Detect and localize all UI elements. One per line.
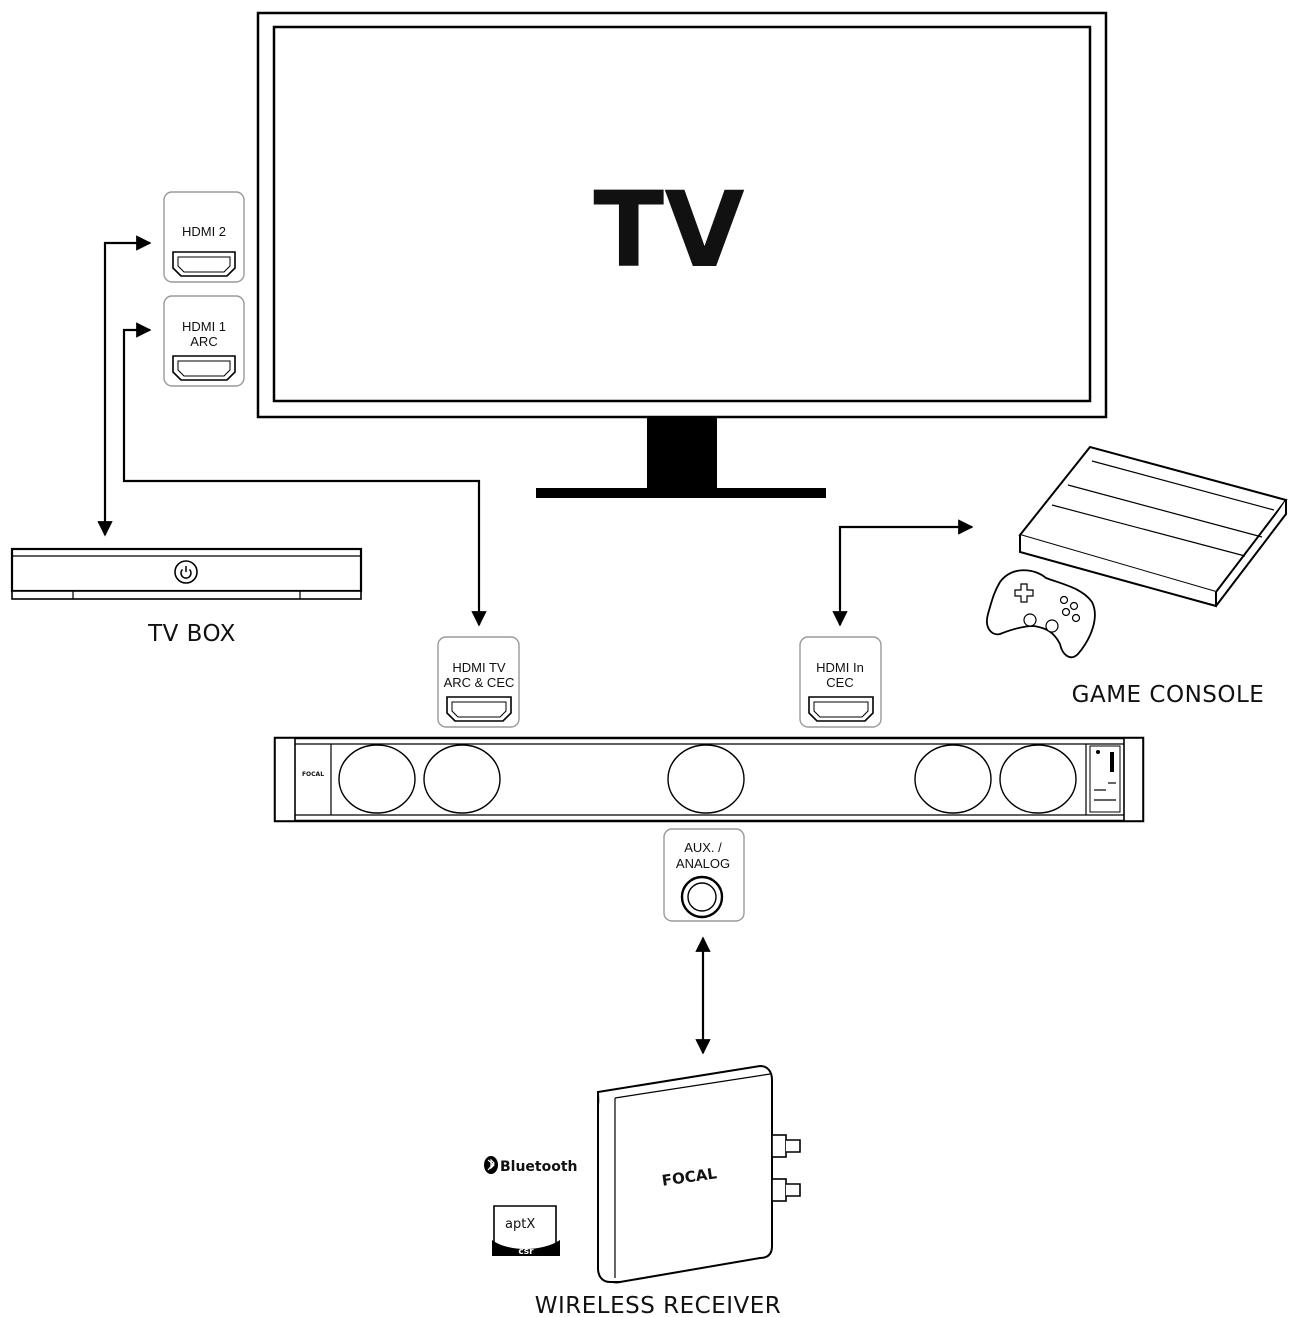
receiver-device-icon — [596, 1064, 801, 1284]
tv-port-hdmi1-arc[interactable]: HDMI 1 ARC — [163, 295, 245, 387]
tv-box: TV BOX — [10, 547, 363, 647]
connection-tvbox-hdmi2 — [97, 235, 152, 537]
bluetooth-logo: Bluetooth — [484, 1156, 578, 1175]
connection-console-soundbar — [832, 519, 974, 627]
bluetooth-logo-text: Bluetooth — [500, 1159, 578, 1175]
hdmi-connector-icon — [446, 696, 512, 722]
console-icon — [1018, 445, 1288, 608]
soundbar-control-panel — [1089, 745, 1121, 813]
speaker-driver — [914, 744, 992, 814]
game-console-label: GAME CONSOLE — [1072, 682, 1265, 708]
soundbar-port-hdmi-tv[interactable]: HDMI TV ARC & CEC — [437, 636, 520, 728]
tv: TV — [256, 11, 1108, 498]
soundbar-brand-logo: FOCAL — [302, 771, 324, 778]
soundbar-port-aux-analog[interactable]: AUX. / ANALOG — [663, 828, 745, 922]
port-label-line2: CEC — [826, 675, 853, 690]
game-console: GAME CONSOLE — [986, 445, 1288, 708]
tv-label: TV — [593, 169, 744, 291]
tv-box-foot — [11, 590, 362, 600]
soundbar-right-cap — [1123, 737, 1144, 822]
speaker-driver — [423, 744, 501, 814]
port-label-line2: ARC & CEC — [444, 675, 515, 690]
hdmi-connector-icon — [172, 251, 236, 277]
gamepad-icon — [986, 569, 1096, 659]
speaker-driver — [338, 744, 416, 814]
port-label-line1: HDMI In — [816, 660, 864, 675]
wireless-receiver-label: WIRELESS RECEIVER — [535, 1293, 782, 1317]
port-label-line1: HDMI 1 — [182, 319, 226, 334]
hdmi-connector-icon — [172, 355, 236, 381]
wireless-receiver: FOCAL Bluetooth aptX csr WIRELESS RECEIV… — [484, 1064, 801, 1317]
tv-port-hdmi2[interactable]: HDMI 2 — [163, 191, 245, 283]
jack-connector-icon — [680, 875, 724, 919]
speaker-driver — [667, 744, 745, 814]
tv-box-label: TV BOX — [147, 621, 236, 647]
soundbar: FOCAL — [273, 736, 1145, 823]
port-label-line1: AUX. / — [684, 840, 722, 855]
connection-hdmi1-soundbar — [122, 322, 487, 627]
tv-stand-neck — [647, 417, 717, 489]
speaker-driver — [999, 744, 1077, 814]
port-label-line2: ANALOG — [676, 856, 730, 871]
soundbar-left-cap — [274, 737, 296, 822]
port-label-line1: HDMI 2 — [182, 224, 226, 239]
tv-stand-base — [536, 488, 826, 498]
port-label-line1: HDMI TV — [452, 660, 506, 675]
hdmi-connector-icon — [808, 696, 874, 722]
aptx-logo-text: aptX — [505, 1217, 535, 1232]
soundbar-port-hdmi-in[interactable]: HDMI In CEC — [799, 636, 882, 728]
aptx-csr-logo: aptX csr — [492, 1205, 560, 1257]
port-label-line2: ARC — [190, 334, 217, 349]
csr-logo-text: csr — [518, 1247, 534, 1257]
